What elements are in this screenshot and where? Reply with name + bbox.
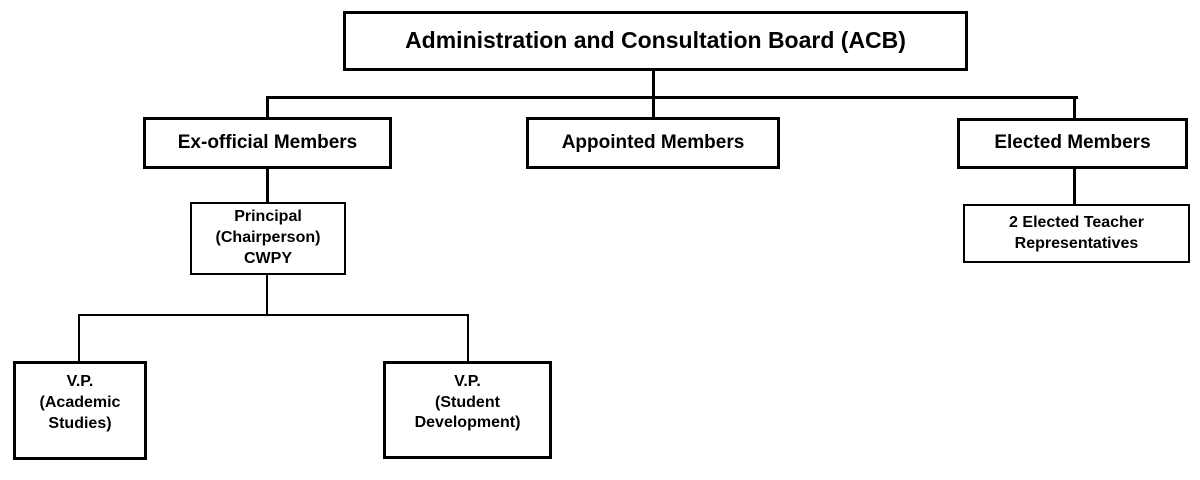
node-appointed-members: Appointed Members — [526, 117, 780, 169]
node-acb-root: Administration and Consultation Board (A… — [343, 11, 968, 71]
connector-bottom-horizontal-bar — [78, 314, 469, 316]
node-appointed-members-label: Appointed Members — [561, 131, 745, 153]
node-acb-root-label: Administration and Consultation Board (A… — [405, 27, 906, 54]
connector-root-trunk — [652, 71, 655, 117]
node-elected-teacher-representatives-label: 2 Elected Teacher Representatives — [1009, 213, 1144, 252]
node-elected-teacher-representatives: 2 Elected Teacher Representatives — [963, 204, 1190, 263]
connector-elected-to-teacher-reps — [1073, 169, 1076, 204]
node-ex-official-members: Ex-official Members — [143, 117, 392, 169]
node-ex-official-members-label: Ex-official Members — [177, 131, 358, 153]
connector-top-horizontal-bar — [266, 96, 1078, 99]
node-vp-academic-studies: V.P. (Academic Studies) — [13, 361, 147, 460]
connector-drop-vp-academic — [78, 314, 80, 361]
connector-ex-official-to-principal — [266, 169, 269, 202]
connector-drop-elected — [1073, 96, 1076, 118]
node-elected-members: Elected Members — [957, 118, 1188, 169]
node-vp-student-development-label: V.P. (Student Development) — [414, 372, 521, 432]
node-principal-chairperson: Principal (Chairperson) CWPY — [190, 202, 346, 275]
node-principal-chairperson-label: Principal (Chairperson) CWPY — [215, 208, 321, 267]
connector-principal-trunk — [266, 275, 268, 316]
connector-drop-ex-official — [266, 96, 269, 117]
node-vp-academic-studies-label: V.P. (Academic Studies) — [39, 373, 121, 432]
node-elected-members-label: Elected Members — [994, 132, 1151, 154]
connector-drop-vp-student — [467, 314, 469, 361]
node-vp-student-development: V.P. (Student Development) — [383, 361, 552, 459]
